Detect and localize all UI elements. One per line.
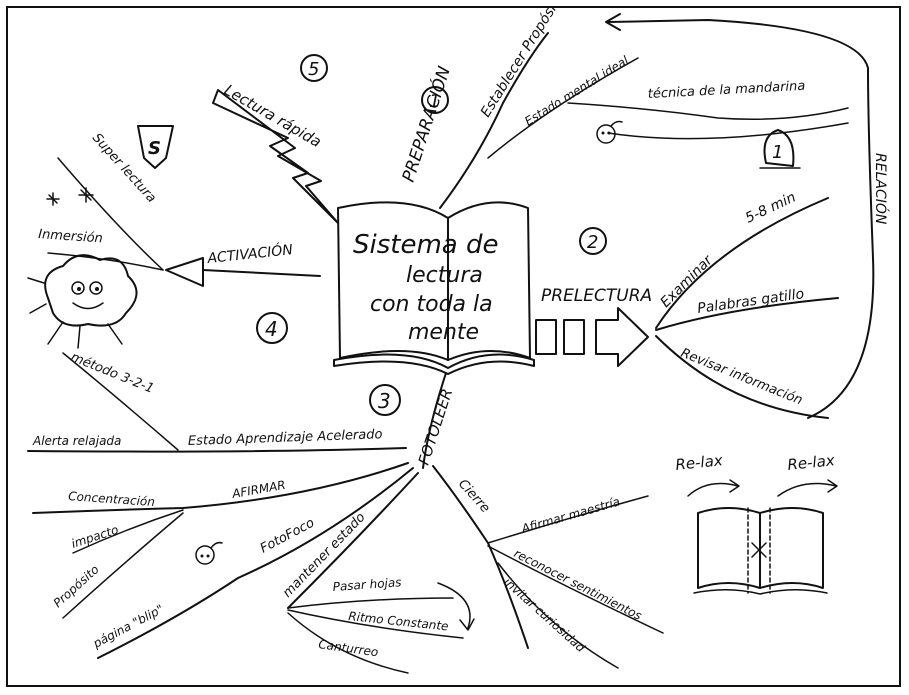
bomb-icon (195, 541, 223, 565)
center-title-line4: mente (408, 320, 479, 345)
branch3-mantener-line (287, 472, 419, 609)
branch4-number: 4 (265, 317, 278, 341)
branch2-sub-examinar-time: 5-8 min (743, 189, 798, 226)
super-badge-letter: S (148, 138, 161, 159)
branch-fotoleer: 3 FOTOLEER Estado Aprendizaje Acelerado … (27, 350, 664, 674)
timer-number: 1 (772, 142, 783, 163)
center-title-line2: lectura (406, 263, 483, 288)
branch3-sub-afirmar: AFIRMAR (230, 478, 286, 501)
branch3-sub-pasar: Pasar hojas (332, 575, 402, 594)
branch3-sub-cierre: Cierre (455, 477, 492, 516)
central-book: Sistema de lectura con toda la mente (333, 201, 535, 375)
branch2-number-circle (579, 227, 607, 255)
branch3-afirmar-line (32, 462, 409, 514)
mind-map-canvas: Sistema de lectura con toda la mente 1 P… (27, 8, 890, 674)
branch4-arrowhead (165, 257, 204, 287)
relax-arrowhead-2 (827, 479, 838, 493)
branch3-number-circle (369, 384, 401, 416)
branch3-proposito-line (62, 512, 184, 619)
branch4-label: ACTIVACIÓN (206, 240, 295, 267)
center-title-line3: con toda la (370, 292, 493, 317)
branch4-number-circle (256, 312, 288, 344)
branch2-number: 2 (587, 232, 598, 253)
branch3-sub-canturreo: Canturreo (318, 637, 380, 659)
branch2-label: PRELECTURA (541, 286, 652, 306)
branch1-estado-line (487, 57, 639, 159)
brain-mascot-icon (27, 254, 138, 349)
branch1-number: 1 (429, 91, 440, 112)
branch3-impacto-line (72, 509, 184, 554)
branch3-sub-concentracion: Concentración (68, 489, 156, 509)
branch2-sub-revisar: Revisar información (679, 346, 805, 409)
mandarin-icon (596, 120, 623, 144)
timer-icon: 1 (759, 129, 801, 169)
relax-label-2: Re-lax (787, 451, 836, 474)
relacion-arc: RELACIÓN (605, 13, 890, 419)
branch-prelectura: 2 PRELECTURA Examinar 5-8 min Palabras g… (535, 189, 839, 419)
branch3-sub-alerta: Alerta relajada (32, 434, 121, 448)
branch3-sub-fotofoco: FotoFoco (258, 516, 317, 557)
branch-preparacion: 1 PREPARACIÓN Establecer Propósito Estad… (397, 8, 849, 209)
branch3-sub-afirmar-maestria: Afirmar maestría (519, 494, 622, 536)
sparkle-icon (46, 187, 94, 206)
relax-illustration: Re-lax Re-lax (675, 451, 838, 595)
book-cover (333, 353, 535, 375)
branch3-afirmar-maestria-line (487, 495, 649, 544)
relacion-label: RELACIÓN (872, 153, 890, 225)
branch3-canturreo-line (287, 612, 409, 674)
branch5-number-circle (300, 54, 328, 82)
loop-arrow-curve (437, 582, 471, 629)
branch3-invitar-line (497, 562, 619, 669)
branch4-super-line (57, 157, 164, 271)
branch3-main-line (422, 372, 447, 469)
branch1-mandarina-underline (607, 122, 849, 140)
branch1-mandarina-line (567, 102, 849, 120)
branch1-sub-estado: Estado mental ideal (522, 53, 631, 129)
branch5-label: Lectura rápida (221, 81, 324, 151)
prelectura-arrow-icon (535, 307, 649, 367)
branch1-main-line (439, 32, 549, 209)
branch3-number: 3 (378, 389, 391, 413)
relax-arrow-1 (687, 482, 739, 497)
branch3-sub-impacto: impacto (70, 523, 121, 551)
branch4-inmersion-line (47, 252, 164, 271)
lightning-icon (212, 89, 339, 224)
branch2-sub-palabras: Palabras gatillo (696, 286, 805, 317)
branch5-number: 5 (308, 59, 319, 80)
branch3-ritmo-line (287, 609, 464, 639)
branch3-pasar-line (287, 597, 454, 609)
branch1-sub-mandarina: técnica de la mandarina (647, 79, 805, 102)
super-badge-icon: S (137, 125, 174, 169)
branch3-fotofoco-line (97, 467, 414, 659)
mind-map-frame: Sistema de lectura con toda la mente 1 P… (6, 6, 901, 687)
branch3-reconocer-line (487, 545, 664, 634)
center-title-line1: Sistema de (353, 230, 499, 260)
branch3-metodo-line (62, 352, 179, 451)
branch4-arrow-line (202, 269, 321, 277)
relax-arrow-2 (777, 482, 837, 497)
branch2-revisar-line (655, 335, 829, 419)
branch-lectura-rapida: 5 Lectura rápida (212, 54, 339, 224)
branch4-sub-inmersion: Inmersión (38, 227, 104, 246)
branch3-sub-metodo: método 3-2-1 (69, 350, 156, 397)
branch-activacion: 4 ACTIVACIÓN Super lectura Inmersión S (27, 125, 321, 349)
branch1-label: PREPARACIÓN (397, 63, 455, 184)
branch2-palabras-line (655, 297, 839, 331)
branch1-number-circle (421, 86, 449, 114)
branch3-sub-estado-aprendizaje: Estado Aprendizaje Acelerado (188, 427, 383, 449)
branch3-sub-proposito: Propósito (51, 562, 102, 610)
relacion-curve (607, 19, 875, 419)
relax-arrowhead-1 (729, 479, 740, 493)
branch3-estado-line (27, 447, 407, 453)
relax-label-1: Re-lax (675, 451, 724, 474)
branch3-label: FOTOLEER (415, 386, 457, 467)
loop-arrowhead (459, 618, 475, 631)
branch2-examinar-line (655, 197, 829, 329)
relacion-arrowhead (605, 13, 621, 31)
open-book-icon (693, 507, 828, 595)
